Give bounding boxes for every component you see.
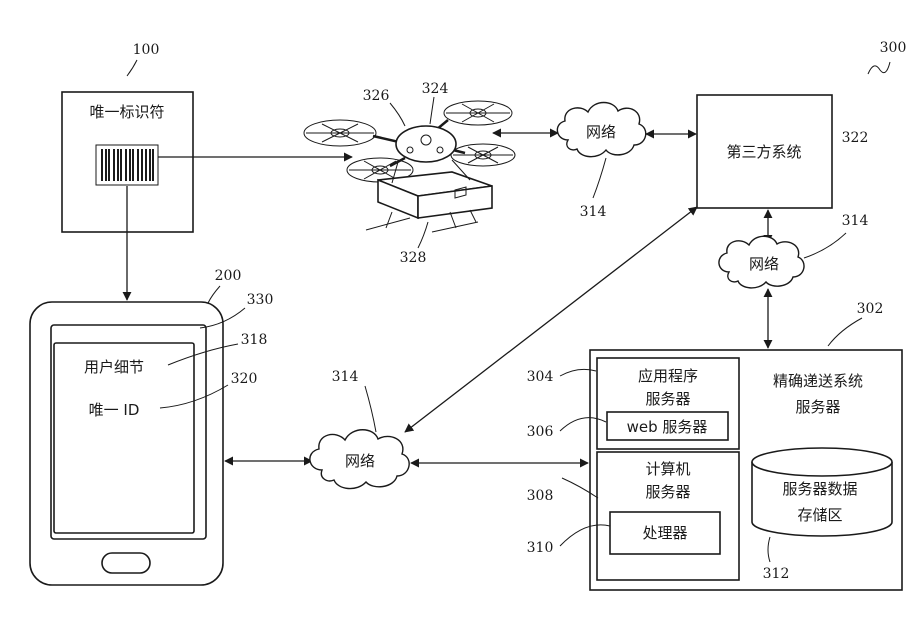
ref-324: 324 [422, 81, 449, 97]
mobile-device: 用户细节 唯一 ID [30, 302, 223, 585]
ref-318: 318 [241, 332, 268, 348]
ref-320: 320 [231, 371, 258, 387]
user-details-label: 用户细节 [84, 358, 144, 376]
ref-324-leader [430, 97, 434, 124]
ref-302-leader [828, 318, 862, 346]
web-server-label: web 服务器 [627, 418, 708, 436]
application-server-label-1: 应用程序 [638, 367, 698, 385]
ref-314-top: 314 [580, 204, 607, 220]
application-server-label-2: 服务器 [645, 390, 690, 408]
network-cloud-center: 网络 [310, 430, 409, 489]
unique-id-label: 唯一 ID [89, 401, 140, 419]
server-datastore-cylinder: 服务器数据 存储区 [752, 448, 892, 536]
ref-312: 312 [763, 566, 790, 582]
drone-illustration [304, 101, 515, 232]
processor-label: 处理器 [642, 524, 687, 542]
ref-314-right-leader [804, 233, 846, 258]
third-party-system-label: 第三方系统 [726, 143, 801, 161]
unique-identifier-label: 唯一标识符 [89, 103, 164, 121]
ref-304: 304 [527, 369, 554, 385]
precise-delivery-label-1: 精确递送系统 [773, 372, 863, 390]
ref-308: 308 [527, 488, 554, 504]
ref-314-center: 314 [332, 369, 359, 385]
ref-326-leader [390, 103, 405, 126]
ref-100-leader [127, 60, 137, 76]
ref-200: 200 [215, 268, 242, 284]
ref-306: 306 [527, 424, 554, 440]
ref-314-top-leader [593, 158, 606, 198]
ref-330: 330 [247, 292, 274, 308]
datastore-label-1: 服务器数据 [782, 480, 857, 498]
network-cloud-right: 网络 [719, 236, 804, 288]
network-cloud-top: 网络 [557, 103, 645, 157]
ref-310: 310 [527, 540, 554, 556]
datastore-label-2: 存储区 [797, 506, 842, 524]
ref-326: 326 [363, 88, 390, 104]
ref-300: 300 [880, 40, 907, 56]
computer-server-label-2: 服务器 [645, 483, 690, 501]
network-label-center: 网络 [345, 452, 375, 470]
network-label-right: 网络 [749, 255, 779, 273]
ref-300-squiggle [868, 62, 890, 74]
ref-302: 302 [857, 301, 884, 317]
ref-328-leader [418, 222, 428, 248]
computer-server-label-1: 计算机 [645, 460, 690, 478]
ref-314-right: 314 [842, 213, 869, 229]
ref-100: 100 [133, 42, 160, 58]
network-label-top: 网络 [586, 123, 616, 141]
ref-328: 328 [400, 250, 427, 266]
ref-314-center-leader [365, 386, 376, 432]
precise-delivery-label-2: 服务器 [795, 398, 840, 416]
ref-322: 322 [842, 130, 869, 146]
phone-home-button [102, 553, 150, 573]
ref-200-leader [208, 286, 220, 303]
